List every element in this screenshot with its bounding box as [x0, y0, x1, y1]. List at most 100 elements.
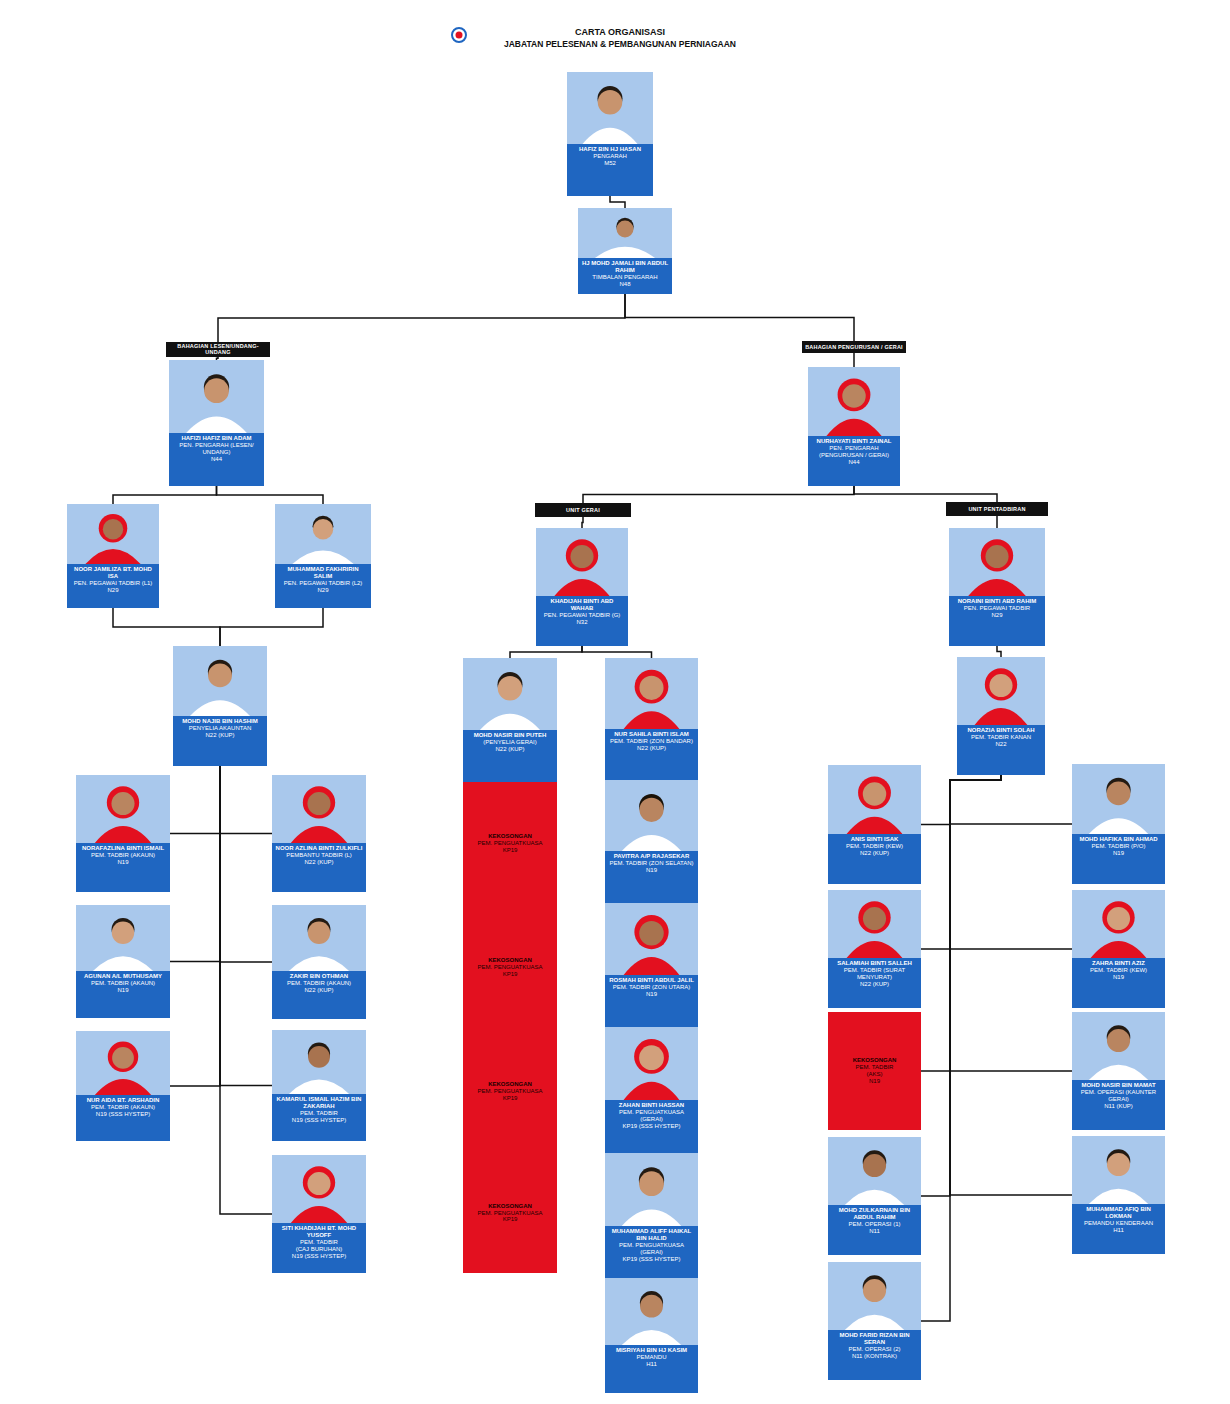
staff-card: MOHD FARID RIZAN BIN SERANPEM. OPERASI (…	[828, 1262, 921, 1380]
hijab-drape	[968, 579, 1026, 596]
staff-name: UNIT GERAI	[566, 507, 600, 513]
card-text: BAHAGIAN LESEN/UNDANG-UNDANG	[169, 343, 267, 356]
staff-detail: PEM. TADBIR (SURAT MENYURAT)	[831, 967, 918, 981]
portrait	[173, 646, 267, 716]
hijab	[858, 901, 890, 933]
staff-detail: PEM. TADBIR	[275, 1239, 363, 1246]
card-text: MUHAMMAD AFIQ BIN LOKMANPEMANDU KENDERAA…	[1075, 1206, 1162, 1234]
chart-title: CARTA ORGANISASI	[470, 27, 770, 37]
hijab-drape	[847, 941, 903, 958]
staff-detail: N11 (KONTRAK)	[831, 1353, 918, 1360]
hijab	[981, 539, 1013, 571]
card-text: SALAMIAH BINTI SALLEHPEM. TADBIR (SURAT …	[831, 960, 918, 988]
hijab-drape	[85, 549, 140, 564]
staff-card: NUR AIDA BT. ARSHADINPEM. TADBIR (AKAUN)…	[76, 1031, 170, 1141]
staff-name: NORAINI BINTI ABD RAHIM	[952, 598, 1042, 605]
reporting-line	[997, 646, 1001, 657]
staff-card: MISRIYAH BIN HJ KASIMPEMANDUH11	[605, 1278, 698, 1393]
staff-card: NOOR JAMILIZA BT. MOHD ISAPEN. PEGAWAI T…	[67, 504, 159, 608]
portrait-ground	[169, 360, 264, 433]
portrait	[76, 1031, 170, 1095]
staff-name: MUHAMMAD AFIQ BIN LOKMAN	[1075, 1206, 1162, 1220]
section-band: BAHAGIAN PENGURUSAN / GERAI	[802, 341, 906, 353]
staff-detail: KP19	[477, 847, 542, 854]
staff-name: SITI KHADIJAH BT. MOHD YUSOFF	[275, 1225, 363, 1239]
staff-detail: PEN. PEGAWAI TADBIR	[952, 605, 1042, 612]
portrait	[272, 775, 366, 843]
face	[112, 1047, 134, 1069]
staff-detail: N19	[608, 991, 695, 998]
staff-detail: TIMBALAN PENGARAH	[581, 274, 669, 281]
section-band: UNIT PENTADBIRAN	[946, 502, 1048, 516]
card-text: MOHD NASIR BIN MAMATPEM. OPERASI (KAUNTE…	[1075, 1082, 1162, 1110]
staff-card: MUHAMMAD AFIQ BIN LOKMANPEMANDU KENDERAA…	[1072, 1136, 1165, 1254]
portrait-ground	[272, 905, 366, 971]
portrait	[1072, 1012, 1165, 1080]
face	[1107, 1153, 1130, 1176]
staff-detail: PEN. PENGARAH (PENGURUSAN / GERAI)	[811, 445, 897, 459]
face	[208, 664, 232, 688]
card-text: NUR SAHILA BINTI ISLAMPEM. TADBIR (ZON B…	[608, 731, 695, 752]
face	[985, 545, 1008, 568]
staff-name: NOOR JAMILIZA BT. MOHD ISA	[70, 566, 156, 580]
shirt	[480, 714, 540, 730]
section-band: BAHAGIAN LESEN/UNDANG-UNDANG	[166, 342, 270, 357]
staff-detail: PEM. TADBIR (ZON UTARA)	[608, 984, 695, 991]
staff-detail: N19	[853, 1078, 897, 1085]
portrait-ground	[605, 658, 698, 729]
hijab-drape	[95, 826, 151, 843]
staff-detail: N22	[960, 741, 1042, 748]
face	[103, 519, 123, 539]
shirt	[622, 1330, 682, 1345]
card-text: MOHD NASIR BIN PUTEH(PENYELIA GERAI)N22 …	[466, 732, 554, 753]
staff-detail: PEMANDU	[608, 1354, 695, 1361]
staff-detail: N11	[831, 1228, 918, 1235]
shirt	[190, 700, 250, 716]
portrait-ground	[949, 528, 1045, 596]
staff-detail: N19	[1075, 850, 1162, 857]
reporting-line	[113, 486, 217, 504]
card-text: MOHD ZULKARNAIN BIN ABDUL RAHIMPEM. OPER…	[831, 1207, 918, 1235]
staff-name: MOHD HAFIKA BIN AHMAD	[1075, 836, 1162, 843]
card-text: KAMARUL ISMAIL HAZIM BIN ZAKARIAHPEM. TA…	[275, 1096, 363, 1124]
staff-card: NOOR AZLINA BINTI ZULKIFLIPEMBANTU TADBI…	[272, 775, 366, 892]
portrait-ground	[957, 657, 1045, 725]
staff-card: AGUNAN A/L MUTHUSAMYPEM. TADBIR (AKAUN)N…	[76, 905, 170, 1018]
staff-name: MOHD FARID RIZAN BIN SERAN	[831, 1332, 918, 1346]
staff-detail: PEM. TADBIR	[275, 1110, 363, 1117]
reporting-line	[921, 775, 1001, 1196]
card-text: BAHAGIAN PENGURUSAN / GERAI	[805, 344, 903, 350]
card-text: AGUNAN A/L MUTHUSAMYPEM. TADBIR (AKAUN)N…	[79, 973, 167, 994]
portrait-ground	[76, 775, 170, 843]
portrait-ground	[272, 1030, 366, 1094]
portrait-ground	[808, 367, 900, 436]
portrait-ground	[828, 1262, 921, 1330]
reporting-line	[170, 766, 220, 962]
reporting-line	[610, 196, 625, 208]
portrait-ground	[605, 1027, 698, 1100]
card-text: ZAKIR BIN OTHMANPEM. TADBIR (AKAUN)N22 (…	[275, 973, 363, 994]
portrait-ground	[67, 504, 159, 564]
staff-card: ANIS BINTI ISAKPEM. TADBIR (KEW)N22 (KUP…	[828, 765, 921, 884]
hijab	[1102, 901, 1134, 933]
portrait	[76, 775, 170, 843]
hijab	[303, 786, 335, 818]
portrait-ground	[828, 890, 921, 958]
shirt	[622, 835, 682, 851]
shirt	[292, 551, 353, 565]
staff-detail: N44	[172, 456, 261, 463]
portrait	[536, 528, 628, 596]
staff-detail: PEM. TADBIR KANAN	[960, 734, 1042, 741]
staff-card: MUHAMMAD FAKHRIRIN SALIMPEN. PEGAWAI TAD…	[275, 504, 371, 608]
staff-detail: PEM. PENGUATKUASA	[477, 840, 542, 847]
staff-detail: N32	[539, 619, 625, 626]
staff-card: ZAKIR BIN OTHMANPEM. TADBIR (AKAUN)N22 (…	[272, 905, 366, 1019]
reporting-line	[950, 775, 1072, 949]
vacancy-card: KEKOSONGANPEM. PENGUATKUASAKP19	[463, 782, 557, 905]
staff-detail: (CAJ BURUHAN)	[275, 1246, 363, 1253]
staff-detail: H11	[608, 1361, 695, 1368]
reporting-line	[921, 775, 1001, 825]
shirt	[845, 1315, 905, 1330]
staff-detail: KP19	[477, 971, 542, 978]
portrait	[67, 504, 159, 564]
